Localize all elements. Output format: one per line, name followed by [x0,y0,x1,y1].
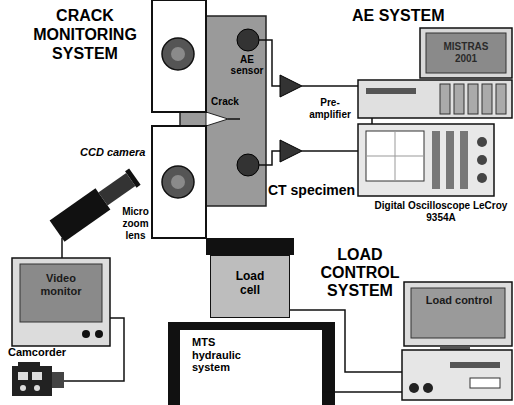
part-label: CCD camera [80,146,156,159]
ae-computer [468,84,478,114]
video-monitor-symbol [82,330,90,338]
mts-hydraulic-box: MTS hydraulic system [180,330,322,405]
ccd-camera-symbol [125,168,141,187]
node-text: Load cell [227,270,273,298]
node-text: MTS hydraulic system [192,336,256,374]
preamplifier-symbol [280,75,302,97]
load-control-computer [402,350,512,400]
load-control-computer [423,383,433,393]
video-cable [64,318,124,381]
clevis-grip [171,175,185,189]
load-control-computer [409,383,419,393]
camcorder-symbol [20,385,26,391]
oscilloscope [477,137,487,147]
oscilloscope [366,131,424,181]
preamplifier-symbol [280,75,302,162]
ae-computer [440,84,450,114]
camcorder-symbol [52,372,64,388]
oscilloscope [477,173,487,183]
oscilloscope [432,131,440,189]
crack-line [228,118,240,120]
ae-computer [482,84,492,114]
ae-computer [420,28,512,78]
system-heading: CRACK MONITORING SYSTEM [18,6,152,63]
preamplifier-symbol [280,140,302,162]
node-text: AE sensor [228,54,266,77]
monitor-screen: MISTRAS 2001 [426,33,506,73]
video-monitor-symbol [20,264,102,322]
part-label: Micro zoom lens [120,206,151,242]
signal-wire [259,151,280,165]
signal-wire [302,85,358,87]
oscilloscope [358,124,494,196]
node-text: MISTRAS 2001 [438,41,494,64]
camcorder-symbol [12,366,52,396]
part-label: Pre-amplifier [304,97,356,121]
node-text: Crack [208,96,242,108]
ae-computer [358,80,512,118]
node-text: Video monitor [34,272,88,297]
ae-computer [454,84,464,114]
ae-computer [426,33,506,73]
node-text: Load control [416,294,502,307]
system-heading: AE SYSTEM [352,6,464,25]
load-control-computer [470,378,500,388]
clevis-grip [152,126,206,238]
camcorder-symbol [12,362,64,396]
clevis-grip [171,47,185,61]
ae-computer [366,88,416,94]
camcorder-symbol [18,372,28,380]
load-control-computer [411,288,505,338]
camcorder-symbol [34,385,40,391]
load-control-computer [404,282,512,346]
load-cell-mount [206,238,294,255]
part-label: Camcorder [8,346,88,359]
clevis-grip [162,38,194,70]
ct-specimen: Crack AE sensor [180,16,266,206]
ae-computer [358,28,512,118]
oscilloscope [358,124,494,196]
clevis-grip [152,0,206,112]
signal-wire [371,118,373,124]
ae-computer [496,84,506,114]
part-label: Digital Oscilloscope LeCroy 9354A [374,200,508,224]
clevis-grip [152,0,206,238]
mts-frame [168,322,335,405]
camcorder-symbol [32,372,42,380]
ae-sensor-symbol [237,154,259,176]
load-control-computer [450,362,500,368]
video-monitor-symbol [12,258,110,346]
signal-wire [259,40,372,165]
load-cell-box: Load cell [210,255,290,318]
part-label: CT specimen [268,182,360,198]
load-control-computer [402,282,512,400]
notch [206,112,228,126]
clevis-grip [162,166,194,198]
video-monitor-symbol [95,330,103,338]
signal-wire [302,150,358,152]
video-monitor: Video monitor [12,258,110,346]
signal-cable [322,391,402,393]
load-control-computer: Load control [402,282,512,400]
oscilloscope [477,155,487,165]
ae-sensor-symbol [237,29,259,176]
ae-sensor-symbol [237,29,259,51]
video-monitor-symbol [12,258,110,346]
oscilloscope [395,131,396,181]
signal-wire [259,40,280,86]
oscilloscope [446,131,454,189]
oscilloscope [460,131,468,189]
video-cable [61,238,63,258]
system-heading: LOAD CONTROL SYSTEM [318,246,402,300]
